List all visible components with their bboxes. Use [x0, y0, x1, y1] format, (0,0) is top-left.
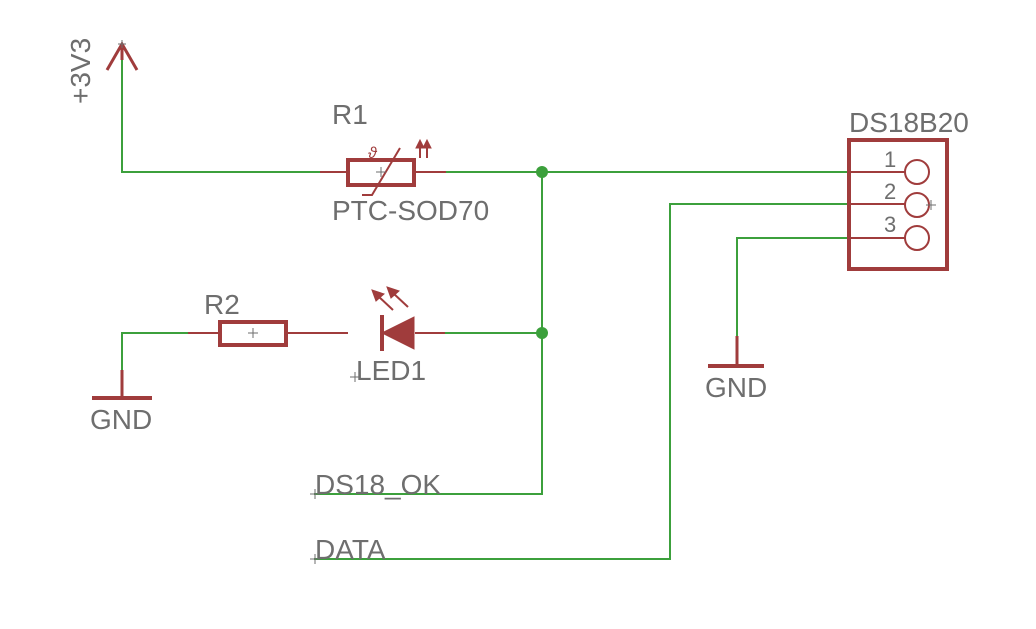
r1-value-label: PTC-SOD70 [332, 195, 489, 226]
wire-data-net[interactable] [314, 203, 906, 560]
pin3-circle-icon[interactable] [904, 225, 930, 251]
net-label-data[interactable]: DATA [310, 534, 386, 565]
r2-name-label: R2 [204, 289, 240, 320]
gnd-left-label: GND [90, 404, 152, 435]
gnd-left-symbol[interactable]: GND [90, 370, 152, 435]
wire-ds18-ok-net[interactable] [314, 171, 543, 495]
pin3-label: 3 [884, 212, 896, 237]
theta-icon: ϑ [368, 145, 378, 162]
pin2-label: 2 [884, 179, 896, 204]
data-label: DATA [315, 534, 386, 565]
junction-dot-top [536, 166, 548, 178]
wire-3v3-vertical[interactable] [121, 47, 321, 173]
wire-gnd-left-to-r2[interactable] [121, 332, 189, 371]
pin1-label: 1 [884, 147, 896, 172]
pin1-circle-icon[interactable] [904, 159, 930, 185]
junction-dot-led [536, 327, 548, 339]
diode-triangle-icon [380, 316, 415, 350]
pin2-circle-icon[interactable] [904, 192, 930, 218]
r2-resistor[interactable]: R2 [188, 289, 316, 347]
ptc-diagonal-icon [362, 147, 401, 196]
supply-3v3-symbol[interactable]: +3V3 [65, 38, 139, 104]
wire-gnd-right-to-pin3[interactable] [736, 237, 906, 337]
ds18b20-name-label: DS18B20 [849, 107, 969, 138]
ptc-arrows-icon [415, 138, 432, 158]
net-label-ds18-ok[interactable]: DS18_OK [310, 469, 441, 500]
ds18b20-connector[interactable]: 1 2 3 DS18B20 [847, 107, 969, 271]
supply-3v3-label: +3V3 [65, 38, 96, 104]
led1-name-label: LED1 [356, 355, 426, 386]
ds18-ok-label: DS18_OK [315, 469, 441, 500]
light-emission-arrows-icon [371, 286, 409, 311]
r1-name-label: R1 [332, 99, 368, 130]
led1-diode[interactable]: LED1 [316, 286, 445, 386]
gnd-right-label: GND [705, 372, 767, 403]
gnd-right-symbol[interactable]: GND [705, 336, 767, 403]
r1-thermistor[interactable]: ϑ R1 PTC-SOD70 [320, 99, 489, 226]
